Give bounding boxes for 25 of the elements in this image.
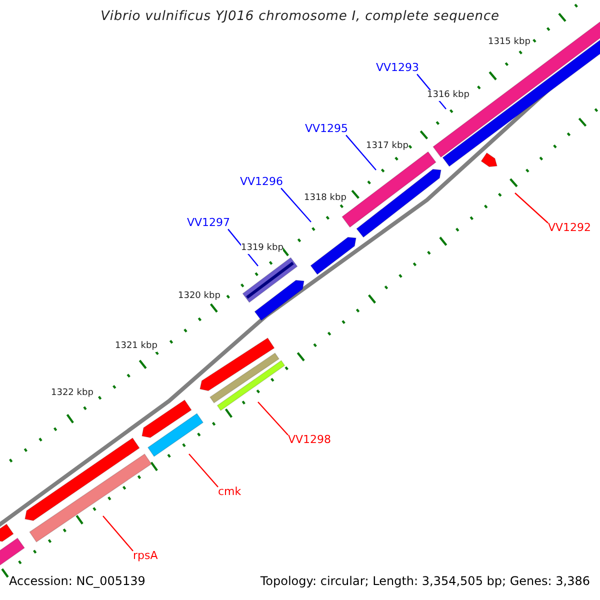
footer-text: Topology: circular; Length: 3,354,505 bp; Genes: 3,386	[260, 574, 590, 588]
tick-label: 1321 kbp	[115, 341, 158, 352]
gene-label: VV1295	[305, 122, 348, 136]
leader-line	[258, 402, 288, 436]
gene-label: VV1292	[548, 221, 592, 234]
tick-label: 1317 kbp	[366, 141, 408, 152]
tick-label: 1319 kbp	[241, 243, 284, 254]
tick-label: 1322 kbp	[51, 388, 94, 399]
tick-label: 1320 kbp	[178, 291, 220, 302]
leader-line	[188, 454, 218, 488]
gene-label: rpsA	[133, 549, 158, 562]
leader-line	[346, 134, 376, 170]
leader-line	[514, 192, 548, 224]
gene-label: VV1297	[187, 216, 230, 230]
gene-label: cmk	[218, 485, 242, 498]
tick-label: 1315 kbp	[488, 37, 530, 48]
gene-label: VV1293	[376, 61, 420, 74]
title: Vibrio vulnificus YJ016 chromosome I, complete sequence	[100, 9, 500, 25]
leader-line	[280, 188, 312, 222]
leader-line	[102, 516, 134, 552]
tick-label: 1316 kbp	[427, 90, 470, 101]
tick-label: 1318 kbp	[304, 193, 346, 204]
footer-text: Accession: NC_005139	[9, 574, 146, 588]
gene-label: VV1298	[288, 433, 332, 446]
gene-label: VV1296	[240, 175, 284, 188]
